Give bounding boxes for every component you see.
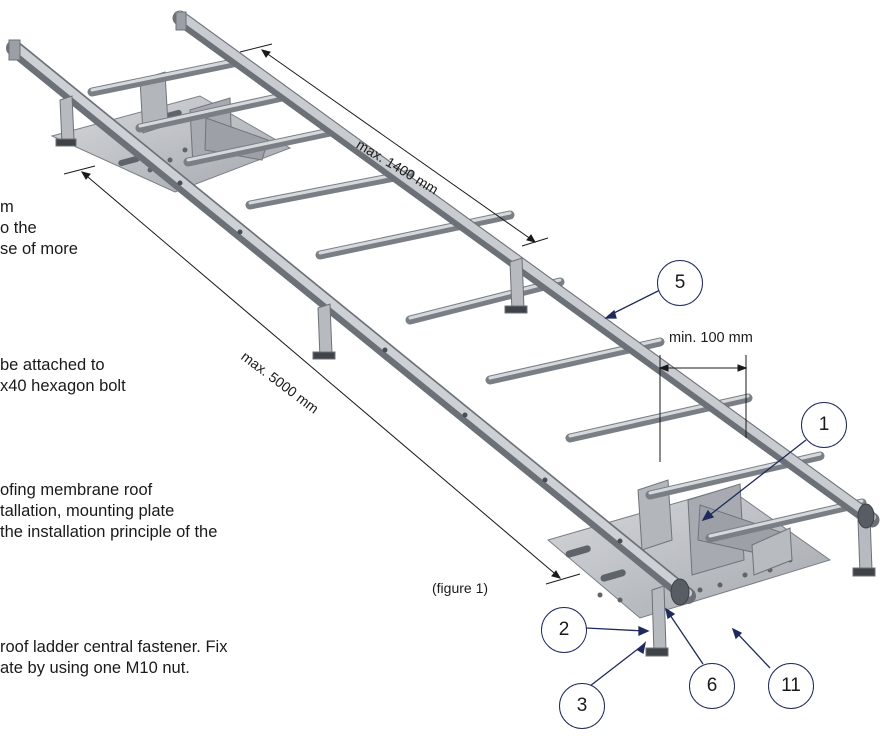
instruction-text-2: be attached to x40 hexagon bolt — [0, 355, 126, 397]
dimension-label-min-spacing: min. 100 mm — [669, 330, 753, 346]
callout-2: 2 — [541, 607, 587, 653]
callout-6: 6 — [689, 663, 735, 709]
callout-3: 3 — [559, 683, 605, 729]
instruction-text-1: m o the se of more — [0, 197, 78, 260]
instruction-line: o the — [0, 219, 37, 237]
instruction-line: ate by using one M10 nut. — [0, 659, 190, 677]
instruction-text-3: ofing membrane roof tallation, mounting … — [0, 480, 217, 543]
front-end-caps — [670, 503, 875, 606]
instruction-line: the installation principle of the — [0, 523, 218, 541]
instruction-line: m — [0, 198, 14, 216]
instruction-line: tallation, mounting plate — [0, 502, 175, 520]
ladder-right-rail — [172, 10, 880, 528]
callout-11: 11 — [768, 663, 814, 709]
instruction-line: x40 hexagon bolt — [0, 377, 126, 395]
callout-leaders — [585, 289, 807, 687]
ladder-left-rail — [6, 39, 696, 604]
ladder-feet — [55, 95, 876, 657]
instruction-text-4: roof ladder central fastener. Fix ate by… — [0, 637, 227, 679]
dimension-lines — [63, 43, 748, 585]
callout-5: 5 — [657, 260, 703, 306]
instruction-line: roof ladder central fastener. Fix — [0, 638, 228, 656]
callout-1: 1 — [801, 402, 847, 448]
instruction-line: be attached to — [0, 356, 105, 374]
instruction-line: se of more — [0, 240, 78, 258]
figure-caption: (figure 1) — [432, 580, 489, 596]
instruction-line: ofing membrane roof — [0, 481, 153, 499]
